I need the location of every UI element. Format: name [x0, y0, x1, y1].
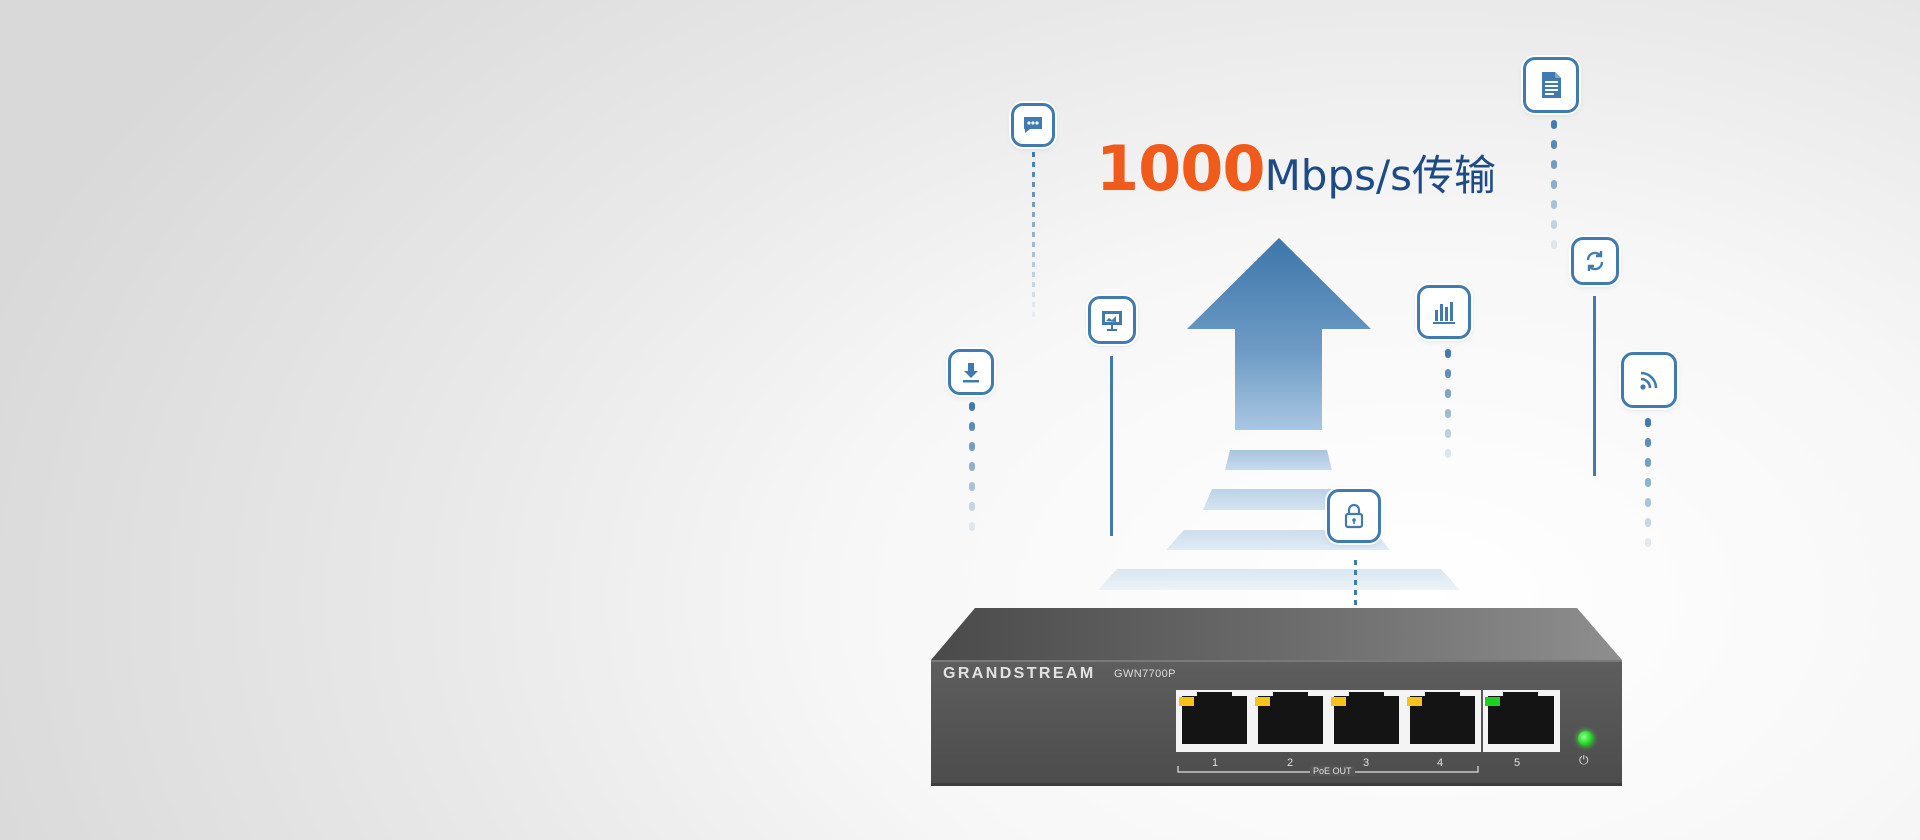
ethernet-port-1	[1179, 692, 1247, 744]
connector-dash	[1032, 252, 1035, 257]
connector-dash	[1032, 242, 1035, 247]
connector-dash	[1032, 222, 1035, 227]
poe-out-label: PoE OUT	[1310, 766, 1355, 776]
connector-dash	[1032, 262, 1035, 267]
port-2-led	[1255, 697, 1270, 706]
power-led	[1578, 731, 1593, 746]
port-number-2: 2	[1287, 757, 1294, 769]
power-icon: ⏻	[1579, 753, 1589, 767]
connector-dot	[1645, 518, 1651, 527]
bar-chart-icon	[1417, 285, 1471, 339]
ethernet-port-5	[1485, 692, 1554, 744]
connector-dot	[1445, 449, 1451, 458]
wifi-signal-icon	[1621, 352, 1677, 408]
connector-dot	[1645, 418, 1651, 427]
connector-dash	[1032, 202, 1035, 207]
lock-icon	[1327, 489, 1381, 543]
connector-dot	[1445, 349, 1451, 358]
port-3-led	[1331, 697, 1346, 706]
connector-dot	[1445, 389, 1451, 398]
switch-brand-label: GRANDSTREAM	[943, 665, 1096, 682]
connector-dash	[1032, 162, 1035, 167]
headline-unit: Mbps/s传输	[1264, 151, 1497, 200]
connector-dot	[1551, 180, 1557, 189]
headline-number: 1000	[1096, 132, 1266, 205]
connector-dash	[1032, 302, 1035, 307]
ethernet-port-3	[1331, 692, 1399, 744]
chat-icon	[1011, 103, 1055, 147]
connector-dot	[1551, 160, 1557, 169]
stair-step-1	[1225, 450, 1332, 470]
headline: 1000Mbps/s传输	[1096, 138, 1496, 200]
sync-icon	[1571, 237, 1619, 285]
connector-dash	[1032, 212, 1035, 217]
ethernet-port-4	[1407, 692, 1475, 744]
connector-dash	[1032, 272, 1035, 277]
connector-dash	[1032, 232, 1035, 237]
connector-dot	[1551, 120, 1557, 129]
port-5-led	[1485, 697, 1500, 706]
connector-dot	[1445, 409, 1451, 418]
connector-dot	[1445, 369, 1451, 378]
connector-dash	[1032, 292, 1035, 297]
port-number-5: 5	[1514, 757, 1521, 769]
bar-chart-connector	[1445, 349, 1451, 479]
connector-dot	[1645, 438, 1651, 447]
connector-dot	[969, 422, 975, 431]
connector-dash	[1032, 172, 1035, 177]
connector-dash	[1032, 182, 1035, 187]
connector-dash	[1354, 600, 1357, 605]
connector-dash	[1032, 312, 1035, 317]
stair-step-4	[1098, 569, 1460, 590]
port-number-3: 3	[1363, 757, 1370, 769]
stair-step-2	[1203, 489, 1354, 510]
connector-dot	[969, 442, 975, 451]
arrow-shape	[1187, 238, 1371, 430]
connector-dot	[1645, 498, 1651, 507]
connector-dash	[1032, 152, 1035, 157]
chat-connector	[1032, 152, 1035, 322]
document-connector	[1551, 120, 1557, 260]
ethernet-ports	[1179, 692, 1554, 744]
connector-dot	[1445, 429, 1451, 438]
download-connector	[969, 402, 975, 542]
port-number-4: 4	[1437, 757, 1444, 769]
connector-dash	[1354, 580, 1357, 585]
connector-dash	[1354, 570, 1357, 575]
switch-model-label: GWN7700P	[1114, 668, 1176, 680]
connector-dash	[1032, 282, 1035, 287]
connector-dot	[1645, 538, 1651, 547]
connector-dot	[969, 502, 975, 511]
presentation-icon	[1088, 296, 1136, 344]
document-icon	[1523, 57, 1579, 113]
wifi-signal-connector	[1645, 418, 1651, 558]
connector-dash	[1354, 590, 1357, 595]
port-4-led	[1407, 697, 1422, 706]
ethernet-port-2	[1255, 692, 1323, 744]
connector-dot	[1645, 478, 1651, 487]
connector-dot	[1551, 200, 1557, 209]
connector-dot	[1551, 140, 1557, 149]
download-icon	[948, 349, 994, 395]
connector-dot	[1551, 220, 1557, 229]
connector-dot	[1551, 240, 1557, 249]
connector-dot	[969, 462, 975, 471]
connector-dot	[1645, 458, 1651, 467]
switch-top-surface	[931, 608, 1622, 660]
connector-dot	[969, 482, 975, 491]
connector-dot	[969, 522, 975, 531]
port-number-1: 1	[1212, 757, 1219, 769]
connector-dash	[1032, 192, 1035, 197]
connector-dash	[1354, 560, 1357, 565]
presentation-connector	[1110, 356, 1113, 536]
port-1-led	[1179, 697, 1194, 706]
sync-connector	[1593, 296, 1596, 476]
connector-dot	[969, 402, 975, 411]
